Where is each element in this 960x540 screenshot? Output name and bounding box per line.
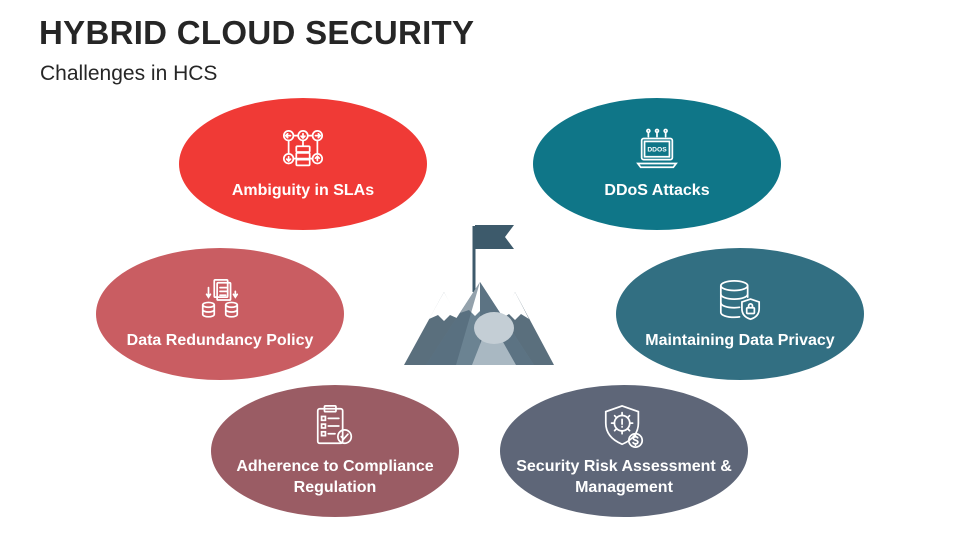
challenge-ambiguity-slas: Ambiguity in SLAs: [179, 98, 427, 230]
challenge-label: Security Risk Assessment & Management: [516, 458, 732, 496]
flag-icon: [475, 225, 514, 249]
challenge-risk-assessment: Security Risk Assessment & Management: [500, 385, 748, 517]
mountain-flag-icon: [404, 225, 554, 365]
challenge-compliance: Adherence to Compliance Regulation: [211, 385, 459, 517]
page-subtitle: Challenges in HCS: [40, 62, 218, 85]
ddos-laptop-icon: DDOS: [636, 128, 678, 168]
data-redundancy-icon: [201, 278, 239, 318]
challenge-label: Adherence to Compliance Regulation: [236, 458, 434, 496]
challenge-label: DDoS Attacks: [604, 181, 710, 199]
challenge-data-redundancy: Data Redundancy Policy: [96, 248, 344, 380]
challenge-label: Data Redundancy Policy: [126, 331, 314, 349]
compliance-checklist-icon: [316, 405, 353, 445]
challenge-data-privacy: Maintaining Data Privacy: [616, 248, 864, 380]
network-flow-icon: [282, 129, 324, 166]
shield-gear-dollar-icon: [604, 405, 644, 448]
database-lock-icon: [719, 279, 761, 320]
challenge-ddos-attacks: DDOS DDoS Attacks: [533, 98, 781, 230]
challenge-label: Maintaining Data Privacy: [645, 331, 835, 349]
challenge-label: Ambiguity in SLAs: [231, 181, 375, 199]
page-title: HYBRID CLOUD SECURITY: [39, 14, 475, 51]
ddos-screen-text: DDOS: [647, 146, 667, 153]
